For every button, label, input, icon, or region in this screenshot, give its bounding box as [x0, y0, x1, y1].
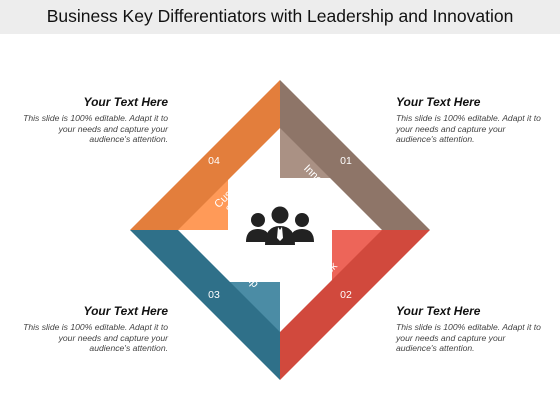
text-block-bottom-right: Your Text Here This slide is 100% editab… [396, 304, 546, 354]
slide-title: Business Key Differentiators with Leader… [46, 6, 514, 26]
segment-03-inner [230, 282, 280, 332]
segment-number-02: 02 [340, 289, 352, 301]
segment-03-outer [130, 230, 280, 380]
text-block-body: This slide is 100% editable. Adapt it to… [396, 322, 541, 353]
text-block-heading: Your Text Here [396, 304, 481, 318]
segment-04-outer [130, 80, 280, 230]
segment-02-outer [280, 230, 430, 380]
segment-number-03: 03 [208, 289, 220, 301]
segment-number-04: 04 [208, 155, 220, 167]
segment-01-outer [280, 80, 430, 230]
text-block-top-left: Your Text Here This slide is 100% editab… [18, 95, 168, 145]
text-block-heading: Your Text Here [83, 95, 168, 109]
text-block-top-right: Your Text Here This slide is 100% editab… [396, 95, 546, 145]
text-block-body: This slide is 100% editable. Adapt it to… [396, 113, 541, 144]
segment-04-inner [178, 180, 228, 230]
segment-number-01: 01 [340, 155, 352, 167]
segment-01-inner [280, 128, 330, 178]
people-group-icon [246, 206, 314, 245]
text-block-body: This slide is 100% editable. Adapt it to… [23, 322, 168, 353]
segment-02-inner [332, 230, 382, 280]
title-band [0, 0, 560, 34]
text-block-heading: Your Text Here [83, 304, 168, 318]
text-block-body: This slide is 100% editable. Adapt it to… [23, 113, 168, 144]
text-block-heading: Your Text Here [396, 95, 481, 109]
text-block-bottom-left: Your Text Here This slide is 100% editab… [18, 304, 168, 354]
